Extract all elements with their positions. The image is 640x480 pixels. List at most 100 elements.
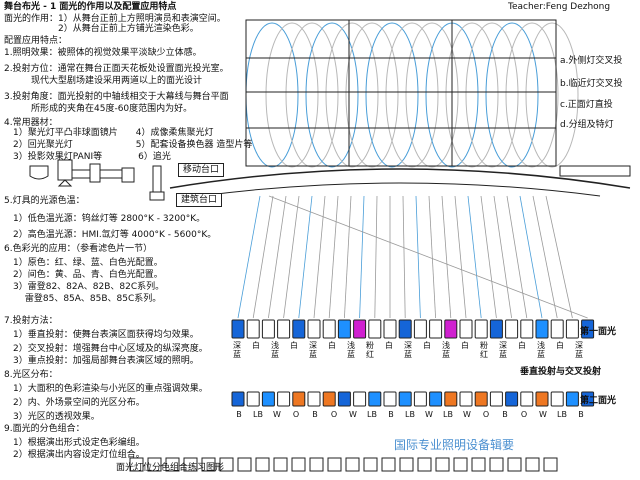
note-line: 1）大面积的色彩渲染与小光区的重点强调效果。 <box>4 384 208 394</box>
beam-line <box>268 195 588 319</box>
note-line: 2）从舞台正前上方铺光渲染色彩。 <box>4 24 199 34</box>
lamp <box>444 391 458 407</box>
practice-lamp <box>471 457 486 472</box>
lamp <box>398 391 412 407</box>
lamp <box>520 319 534 339</box>
note-line: 2）交叉投射：增强舞台中心区域及的纵深亮度。 <box>4 344 208 354</box>
note-line: 1.照明效果：被照体的视觉效果平淡缺少立体感。 <box>4 48 202 58</box>
note-line: 9.面光的分色组合： <box>4 424 85 434</box>
lamp-label: 深蓝 <box>575 341 583 359</box>
beam-line <box>480 195 497 319</box>
lamp <box>383 319 397 339</box>
lighting-grid-frame <box>245 19 557 167</box>
lamp <box>246 391 260 407</box>
fresnel-icon <box>57 159 73 181</box>
watermark: 国际专业照明设备辑要 <box>394 438 515 452</box>
note-line: 1）根据演出形式设定色彩编组。 <box>4 438 145 448</box>
lamp-label: W <box>463 410 471 419</box>
practice-lamp <box>453 457 468 472</box>
beam-line <box>298 195 313 319</box>
lamp <box>581 319 595 339</box>
note-line: 7.投射方法： <box>4 316 58 326</box>
lamp-label: 深蓝 <box>404 341 412 359</box>
note-line: 4.常用器材： <box>4 118 58 128</box>
profile-icon <box>89 163 101 183</box>
lamp <box>565 319 579 339</box>
row2-subtitle: 垂直投射与交叉投射 <box>520 367 602 377</box>
lamp-label: W <box>425 410 433 419</box>
note-line: 所形成的夹角在45度-60度范围内为好。 <box>4 104 193 114</box>
note-line: 1）原色：红、绿、蓝、白色光配置。 <box>4 258 163 268</box>
followspot-base-icon <box>149 191 165 201</box>
lamp <box>246 319 260 339</box>
lamp <box>322 319 336 339</box>
followspot-icon <box>152 165 162 193</box>
beam-line <box>441 195 452 319</box>
light-ellipse <box>505 22 559 168</box>
beam-line <box>454 195 467 319</box>
note-line: 雷登85、85A、85B、85C系列。 <box>4 294 162 304</box>
practice-lamp <box>237 457 252 472</box>
lamp-label: W <box>273 410 281 419</box>
lamp-label: 白 <box>252 341 260 350</box>
lamp <box>581 391 595 407</box>
note-line: 2）间色：黄、品、青、白色光配置。 <box>4 270 163 280</box>
lamp <box>261 391 275 407</box>
practice-lamp <box>129 457 144 472</box>
beam-lines <box>237 195 588 319</box>
beam-line <box>545 195 573 319</box>
legend-item-d: d.分组及特灯 <box>560 120 614 130</box>
practice-lamp <box>489 457 504 472</box>
practice-lamp <box>417 457 432 472</box>
beam-line <box>415 195 421 319</box>
beam-line <box>252 195 274 319</box>
lamp-label: 浅蓝 <box>537 341 545 359</box>
practice-lamp <box>273 457 288 472</box>
practice-row <box>129 457 558 472</box>
lamp <box>459 391 473 407</box>
lamp <box>444 319 458 339</box>
lamp-label: W <box>349 410 357 419</box>
lamp-label: W <box>539 410 547 419</box>
lamp-label: 白 <box>461 341 469 350</box>
page-title: 舞台布光 - 1 面光的作用以及配置应用特点 <box>4 2 177 12</box>
beam-line <box>313 195 326 319</box>
note-line: 2）回光聚光灯 5）配套设备换色器 造型片等 <box>4 140 253 150</box>
lamp-label: B <box>236 410 242 419</box>
lamp <box>550 391 564 407</box>
lamp-label: LB <box>557 410 567 419</box>
note-line: 1）低色温光源：钨丝灯等 2800°K - 3200°K。 <box>4 214 206 224</box>
lamp <box>353 319 367 339</box>
practice-lamp <box>381 457 396 472</box>
beam-line <box>506 195 528 319</box>
fixed-proscenium-label: 建筑台口 <box>176 193 223 207</box>
lamp-label: B <box>388 410 394 419</box>
practice-lamp <box>183 457 198 472</box>
note-line: 3.投射角度：面光投射的中轴线相交于大幕线与舞台平面 <box>4 92 229 102</box>
practice-lamp <box>165 457 180 472</box>
note-line: 8.光区分布： <box>4 370 58 380</box>
lamp-label: B <box>312 410 318 419</box>
lamp-label: 白 <box>385 341 393 350</box>
light-ellipse <box>325 22 379 168</box>
lamp <box>413 319 427 339</box>
lamp-label: O <box>330 410 338 419</box>
note-line: 2.投射方位：通常在舞台正面天花板处设置面光投光室。 <box>4 64 229 74</box>
lamp <box>459 319 473 339</box>
lamp <box>307 391 321 407</box>
light-ellipse <box>485 22 539 168</box>
lamp <box>368 391 382 407</box>
lamp <box>277 319 291 339</box>
light-ellipse <box>345 22 399 168</box>
row3-caption: 面光灯位分色组合练习图形 <box>116 463 225 473</box>
light-ellipse <box>285 22 339 168</box>
note-line: 1）垂直投射：使舞台表演区面获得均匀效果。 <box>4 330 199 340</box>
row2-title: 第二面光 <box>580 396 617 406</box>
practice-lamp <box>291 457 306 472</box>
practice-lamp <box>255 457 270 472</box>
beam-line <box>344 195 352 319</box>
lamp <box>292 391 306 407</box>
lamp-label: 浅蓝 <box>442 341 450 359</box>
practice-lamp <box>219 457 234 472</box>
note-line: 2）内、外场景空间的光区分布。 <box>4 398 145 408</box>
